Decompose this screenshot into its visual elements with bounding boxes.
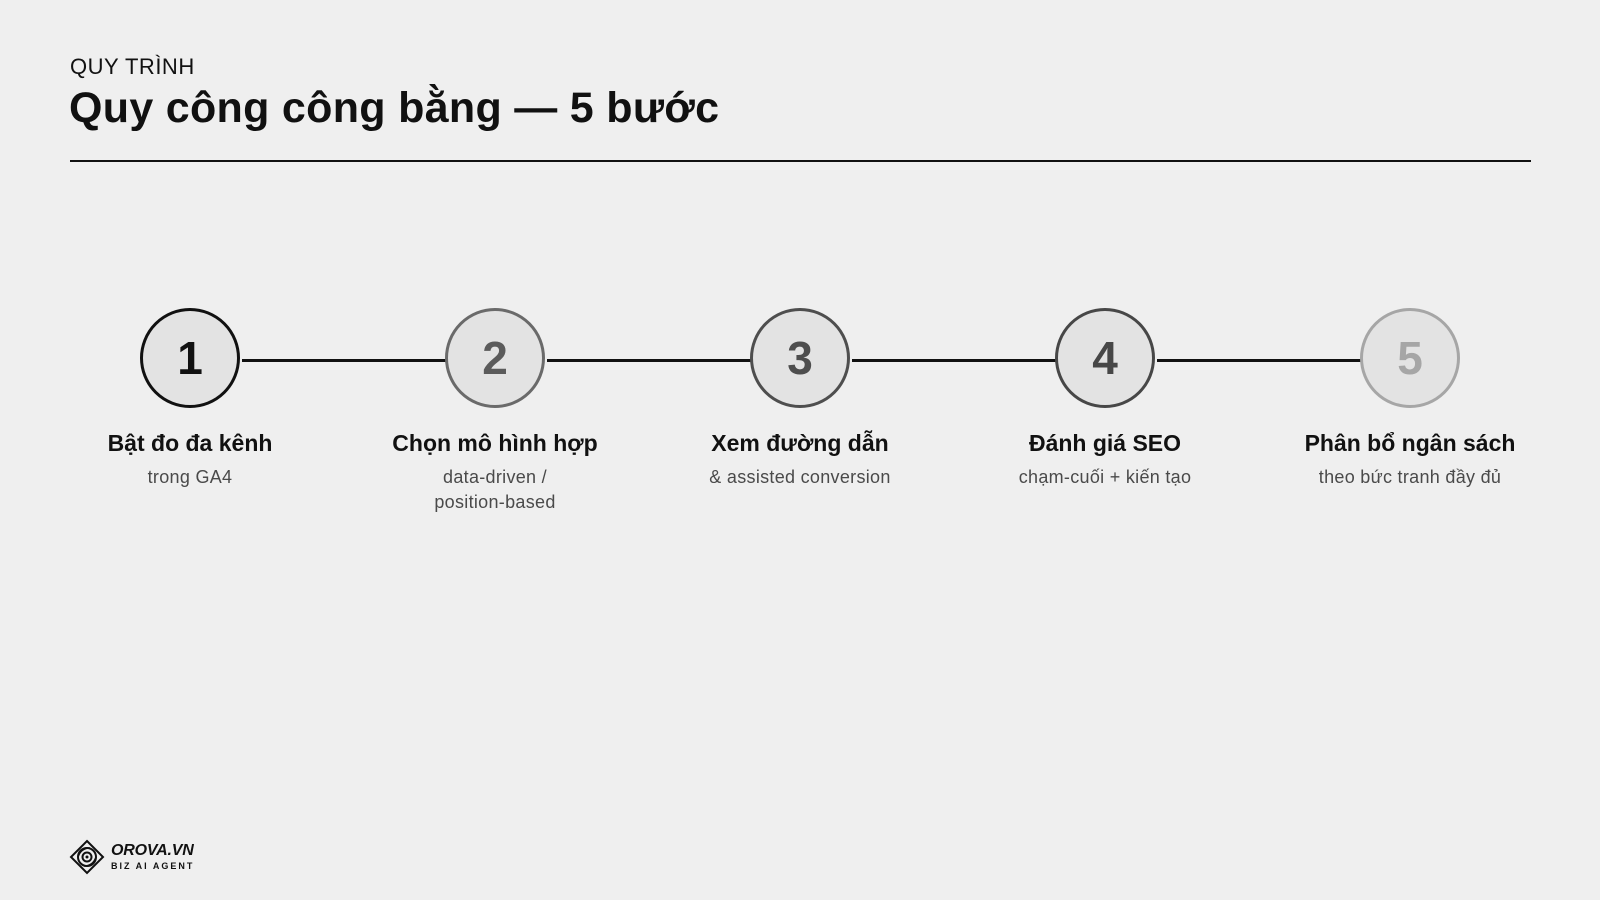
step-subtitle: trong GA4 [40,465,340,490]
timeline-connector [852,359,1058,362]
step-subtitle: chạm-cuối + kiến tạo [955,465,1255,490]
brand-tagline: BIZ AI AGENT [111,861,195,871]
step-number-circle: 4 [1055,308,1155,408]
title-divider [70,160,1531,162]
step-subtitle: & assisted conversion [650,465,950,490]
step-subtitle-line: theo bức tranh đầy đủ [1318,467,1502,487]
process-step-1: 1 Bật đo đa kênh trong GA4 [40,308,340,490]
step-number: 3 [787,332,813,384]
step-subtitle: data-driven / position-based [345,465,645,515]
step-number-circle: 1 [140,308,240,408]
brand-wordmark: OROVA.VN BIZ AI AGENT [111,843,194,871]
step-number-circle: 3 [750,308,850,408]
step-number-circle: 5 [1360,308,1460,408]
step-title: Phân bổ ngân sách [1304,430,1516,456]
step-subtitle: theo bức tranh đầy đủ [1260,465,1560,490]
brand-logo: OROVA.VN BIZ AI AGENT [69,839,194,875]
step-subtitle-line: data-driven / [443,467,547,487]
step-title: Chọn mô hình hợp [392,430,598,456]
brand-name: OROVA.VN [111,842,194,859]
step-subtitle-line: chạm-cuối + kiến tạo [1018,467,1192,487]
step-title: Xem đường dẫn [711,430,889,456]
timeline-connector [547,359,753,362]
step-number: 4 [1092,332,1118,384]
step-number: 2 [482,332,508,384]
step-subtitle-line: position-based [434,492,556,512]
step-number: 5 [1397,332,1423,384]
orova-logo-icon [69,839,105,875]
process-step-3: 3 Xem đường dẫn & assisted conversion [650,308,950,490]
step-number: 1 [177,332,203,384]
step-title: Đánh giá SEO [1028,430,1182,456]
step-title: Bật đo đa kênh [107,430,273,456]
step-subtitle-line: trong GA4 [147,467,233,487]
process-step-5: 5 Phân bổ ngân sách theo bức tranh đầy đ… [1260,308,1560,490]
process-step-2: 2 Chọn mô hình hợp data-driven / positio… [345,308,645,515]
page-title: Quy công công bằng — 5 bước [69,84,720,132]
step-number-circle: 2 [445,308,545,408]
section-kicker: QUY TRÌNH [70,54,195,79]
process-step-4: 4 Đánh giá SEO chạm-cuối + kiến tạo [955,308,1255,490]
timeline-connector [1157,359,1363,362]
step-subtitle-line: & assisted conversion [709,467,891,487]
timeline-connector [242,359,448,362]
